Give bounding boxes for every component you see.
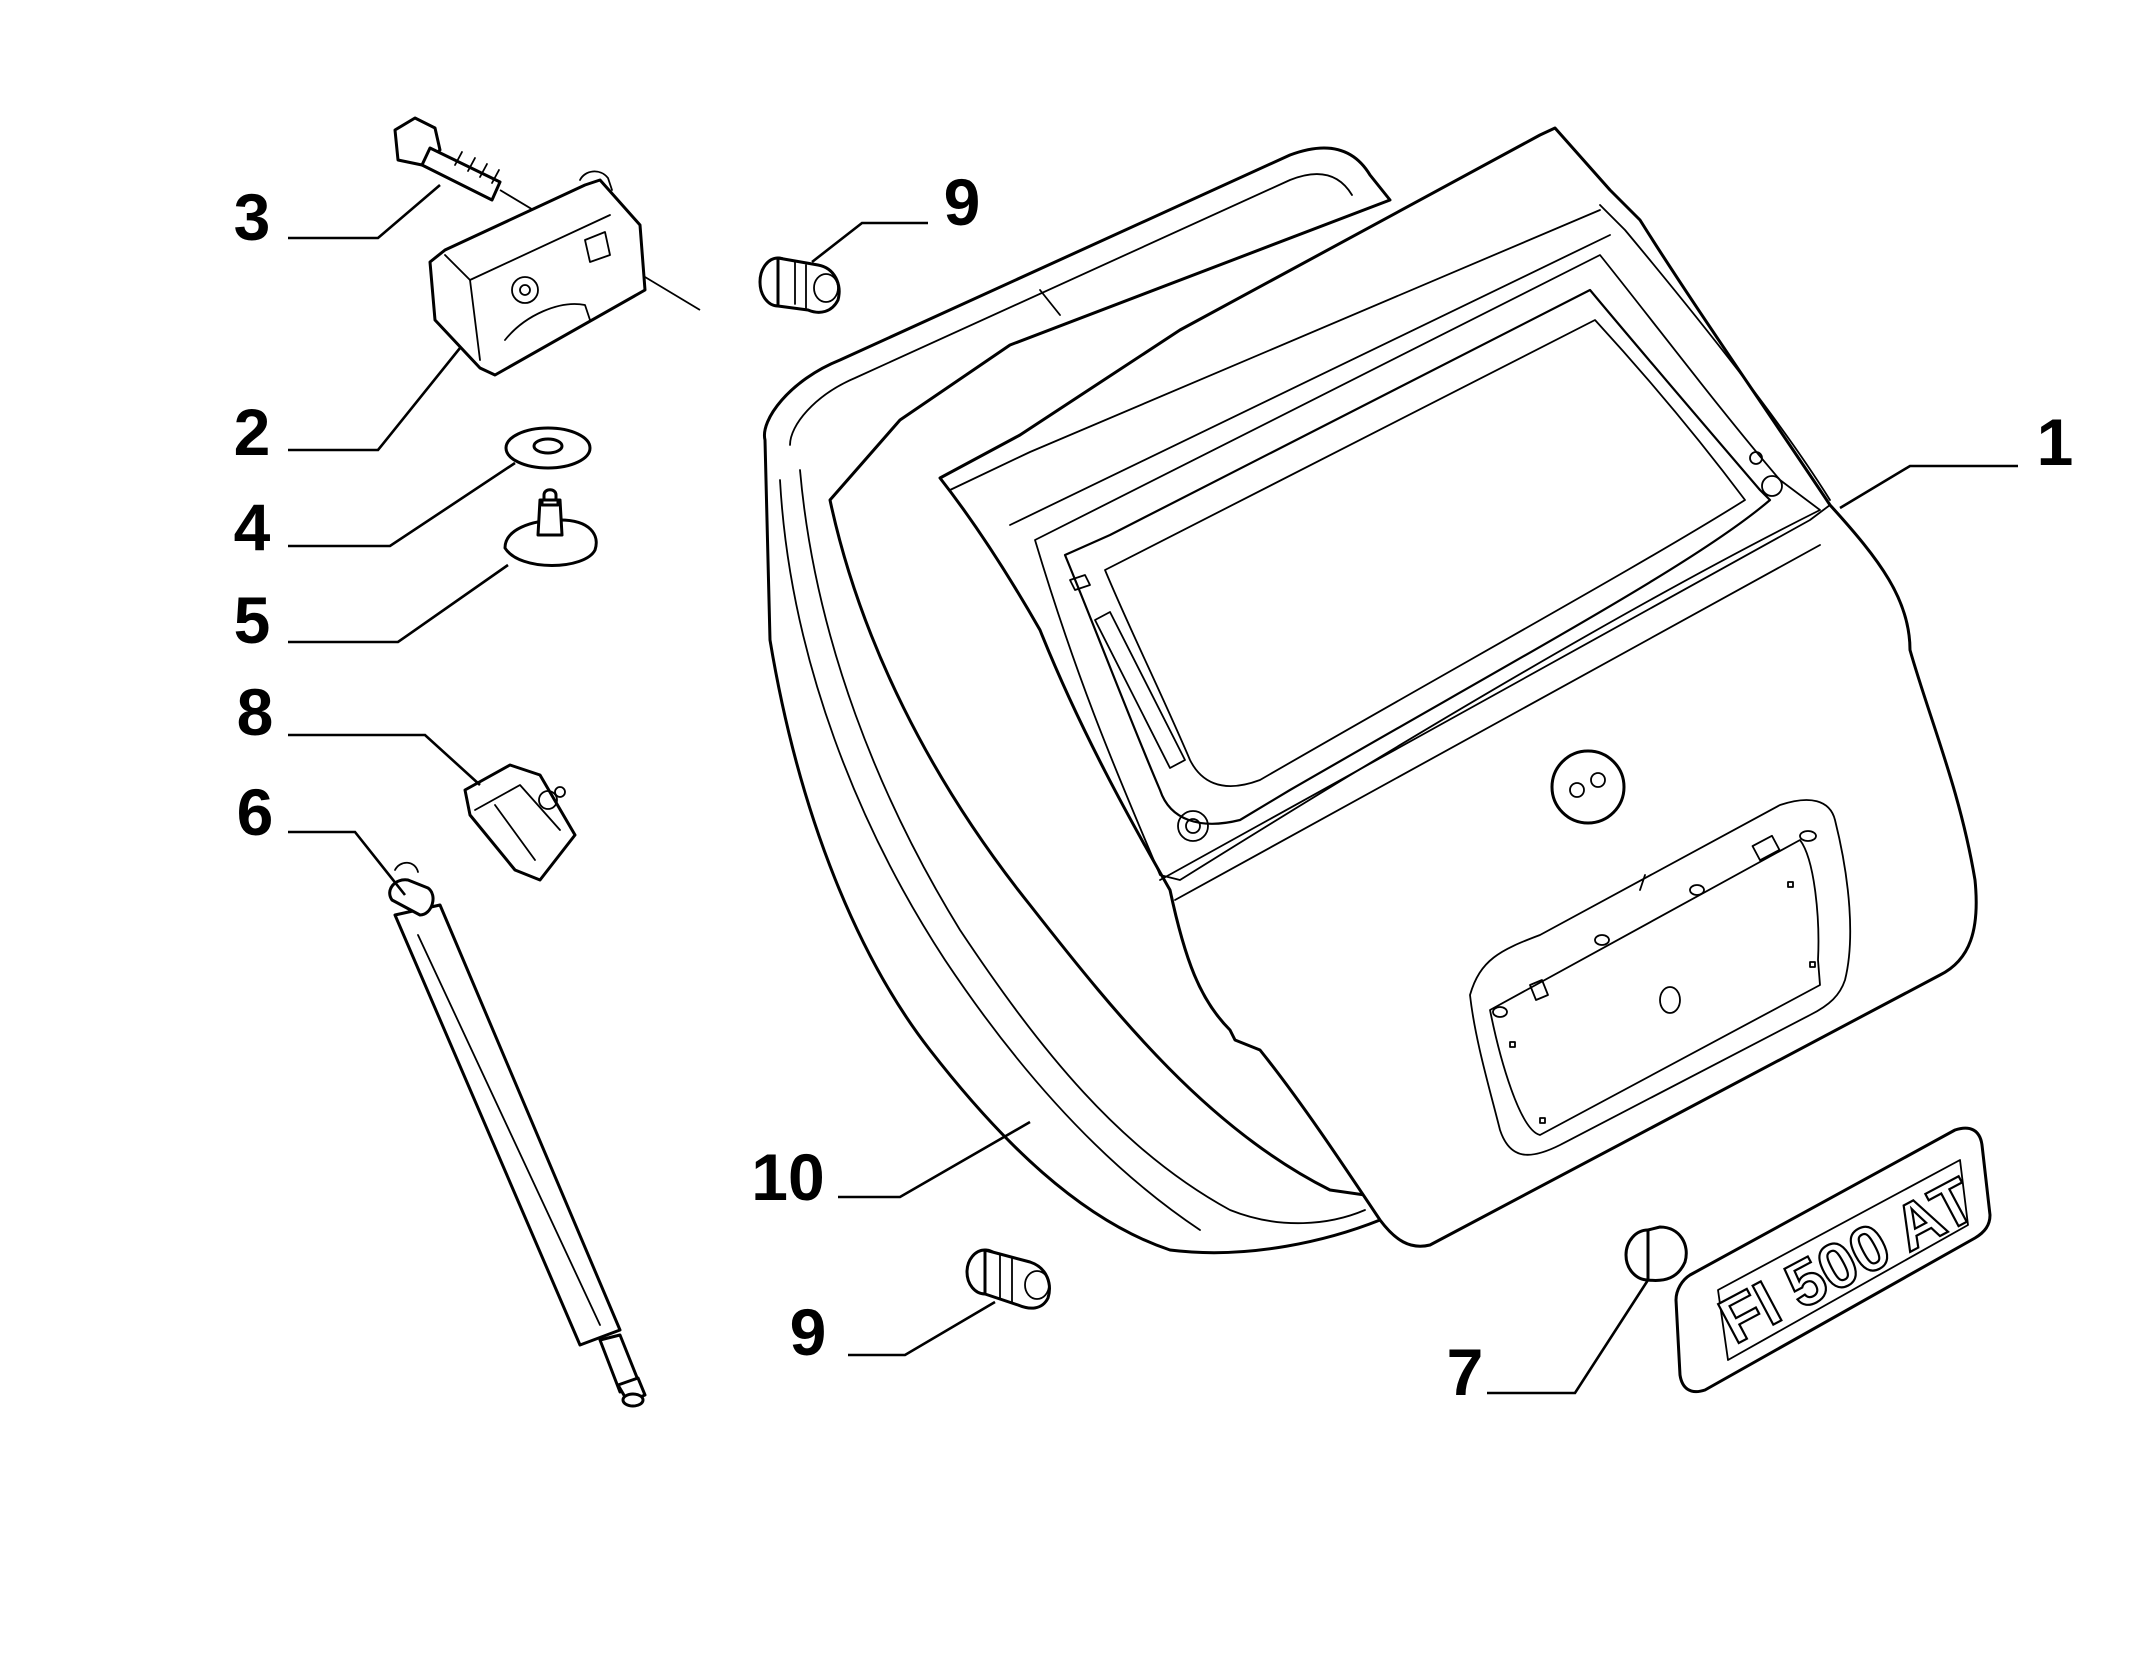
leader-5 — [288, 563, 509, 644]
leader-lines — [288, 184, 2018, 1395]
leader-8 — [288, 733, 481, 786]
seal-part-10 — [762, 146, 1402, 1255]
stud-part-5 — [503, 488, 598, 567]
leader-6 — [288, 830, 407, 896]
callout-8: 8 — [237, 675, 274, 749]
leader-7 — [1487, 1279, 1650, 1395]
callout-9-bottom: 9 — [790, 1295, 827, 1369]
callout-9-top: 9 — [944, 165, 981, 239]
callout-2: 2 — [234, 395, 271, 469]
leader-9-bottom — [848, 1300, 996, 1357]
gas-strut-part-6 — [388, 861, 647, 1408]
model-badge: FI 500 AT — [1674, 1126, 1992, 1394]
hinge-part-2 — [428, 170, 647, 377]
buffer-part-9-bottom — [965, 1248, 1051, 1310]
buffer-part-9-top — [758, 256, 841, 314]
leader-2 — [288, 347, 462, 452]
callout-4: 4 — [234, 490, 271, 564]
callout-6: 6 — [237, 775, 274, 849]
plug-part-7 — [1624, 1225, 1688, 1282]
leader-9-top — [811, 221, 928, 264]
callout-5: 5 — [234, 583, 271, 657]
leader-4 — [288, 461, 516, 548]
callout-1: 1 — [2037, 405, 2074, 479]
leader-3 — [288, 184, 441, 240]
washer-part-4 — [504, 426, 592, 470]
callout-labels: 1 2 3 4 5 8 6 9 9 10 7 — [234, 165, 2074, 1409]
leader-1 — [1839, 464, 2018, 510]
callout-7: 7 — [1447, 1335, 1484, 1409]
tailgate-part-1 — [938, 126, 1978, 1248]
callout-10: 10 — [751, 1140, 824, 1214]
bracket-part-8 — [463, 763, 577, 882]
callout-3: 3 — [234, 180, 271, 254]
leader-10 — [838, 1120, 1031, 1199]
